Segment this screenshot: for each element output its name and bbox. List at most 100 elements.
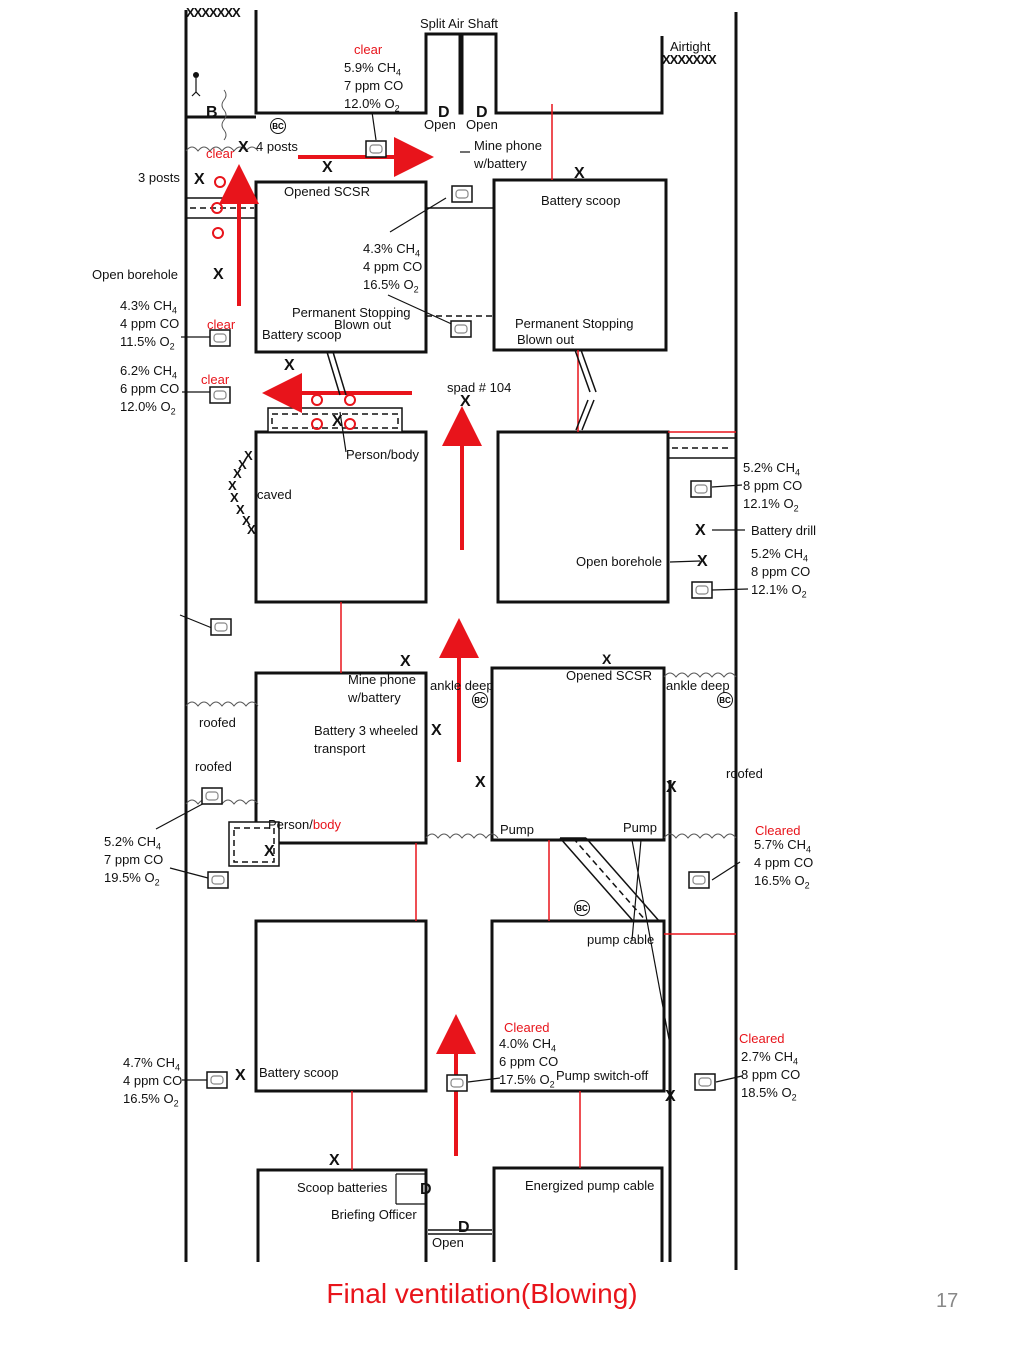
- cleared-label-2: Cleared: [504, 1020, 550, 1035]
- clear-label-1: clear: [354, 42, 383, 57]
- x-mark: X: [665, 1088, 676, 1105]
- reading-6: 5.2% CH4 8 ppm CO 12.1% O2: [751, 546, 811, 600]
- x-mark: X: [666, 779, 677, 796]
- three-posts-label: 3 posts: [138, 170, 180, 185]
- top-portal: [186, 10, 664, 119]
- caved-x: X: [238, 457, 247, 472]
- roofed-label-3: roofed: [726, 766, 763, 781]
- door-d-4: D: [458, 1219, 470, 1236]
- reading-8: 5.7% CH4 4 ppm CO 16.5% O2: [754, 837, 814, 891]
- permanent-stopping-label-2: Permanent Stopping: [515, 316, 634, 331]
- open-label-2: Open: [466, 117, 498, 132]
- bc-icon: BC: [574, 900, 590, 916]
- battery-scoop-label-1: Battery scoop: [541, 193, 621, 208]
- x-mark: X: [322, 159, 333, 176]
- leader-lines: [155, 78, 749, 1205]
- reading-7: 5.2% CH4 7 ppm CO 19.5% O2: [104, 834, 164, 888]
- reading-9: 4.0% CH4 6 ppm CO 17.5% O2: [499, 1036, 559, 1090]
- reading-5: 5.2% CH4 8 ppm CO 12.1% O2: [743, 460, 803, 514]
- x-mark: X: [264, 843, 275, 860]
- reading-11: 2.7% CH4 8 ppm CO 18.5% O2: [741, 1049, 801, 1103]
- spad-label: spad # 104: [447, 380, 512, 395]
- caved-x: X: [233, 466, 242, 481]
- pump-label-1: Pump: [500, 822, 534, 837]
- split-air-shaft-label: Split Air Shaft: [420, 16, 499, 31]
- bc-icon: BC: [270, 118, 286, 134]
- open-label-1: Open: [424, 117, 456, 132]
- bc-icon: BC: [717, 692, 733, 708]
- personnel-icon: [193, 72, 199, 78]
- airtight-label: Airtight: [670, 39, 711, 54]
- pillar-blocks: [254, 178, 670, 1093]
- x-mark: X: [574, 165, 585, 182]
- x-mark: X: [602, 651, 612, 667]
- x-mark: X: [238, 139, 249, 156]
- ankle-deep-label-2: ankle deep: [666, 678, 730, 693]
- clear-label-3: clear: [207, 317, 236, 332]
- caved-label: caved: [257, 487, 292, 502]
- posts: [211, 176, 356, 430]
- battery-scoop-label-3: Battery scoop: [259, 1065, 339, 1080]
- briefing-officer-label: Briefing Officer: [331, 1207, 417, 1222]
- reading-3: 4.3% CH4 4 ppm CO 11.5% O2: [120, 298, 180, 352]
- pump-label-2: Pump: [623, 820, 657, 835]
- x-mark: X: [332, 413, 343, 430]
- overcasts: [326, 349, 597, 431]
- caved-x: X: [230, 490, 239, 505]
- reading-1: 5.9% CH4 7 ppm CO 12.0% O2: [344, 60, 404, 114]
- letter-b: B: [206, 104, 218, 121]
- airflow-arrows: [219, 137, 482, 1156]
- opened-scsr-label-1: Opened SCSR: [284, 184, 370, 199]
- caved-x: X: [247, 522, 256, 537]
- energized-pump-cable-label: Energized pump cable: [525, 1178, 655, 1193]
- x-mark: X: [235, 1067, 246, 1084]
- person-body-label-1: Person/body: [346, 447, 419, 462]
- caved-x: X: [244, 448, 253, 463]
- bottom-portal: [256, 1166, 664, 1262]
- pump-switch-off-label: Pump switch-off: [556, 1068, 649, 1083]
- battery-3-wheeled-label: Battery 3 wheeled: [314, 723, 419, 738]
- battery-drill-label: Battery drill: [751, 523, 817, 538]
- clear-label-4: clear: [201, 372, 230, 387]
- person-body-label-2: Person/body: [268, 817, 342, 832]
- blown-out-label-1: Blown out: [334, 317, 392, 332]
- x-mark: X: [329, 1152, 340, 1169]
- cleared-label-3: Cleared: [739, 1031, 785, 1046]
- x-mark: X: [213, 266, 224, 283]
- door-d-1: D: [438, 104, 450, 121]
- x-mark: X: [475, 774, 486, 791]
- roofed-label-1: roofed: [199, 715, 236, 730]
- seal-marks-airtight: XXXXXXX: [662, 52, 717, 67]
- scoop-batteries-label: Scoop batteries: [297, 1180, 388, 1195]
- caved-x: X: [242, 513, 251, 528]
- caved-x: X: [236, 502, 245, 517]
- x-mark: X: [194, 171, 205, 188]
- x-mark: X: [695, 522, 706, 539]
- mine-phone-label-2: Mine phone: [348, 672, 416, 687]
- door-d-2: D: [476, 104, 488, 121]
- mine-phone-label-1: Mine phone: [474, 138, 542, 153]
- x-mark: X: [431, 722, 442, 739]
- slide-title: Final ventilation(Blowing): [326, 1278, 638, 1309]
- caved-x: X: [228, 478, 237, 493]
- bc-icon: BC: [472, 692, 488, 708]
- opened-scsr-label-2: Opened SCSR: [566, 668, 652, 683]
- open-borehole-label-2: Open borehole: [576, 554, 663, 569]
- reading-10: 4.7% CH4 4 ppm CO 16.5% O2: [123, 1055, 183, 1109]
- x-mark: X: [460, 393, 471, 410]
- ankle-deep-label-1: ankle deep: [430, 678, 494, 693]
- blown-out-label-2: Blown out: [517, 332, 575, 347]
- reading-2: 4.3% CH4 4 ppm CO 16.5% O2: [363, 241, 423, 295]
- four-posts-label: 4 posts: [256, 139, 298, 154]
- x-mark: X: [697, 553, 708, 570]
- pump-cable-label: pump cable: [587, 932, 655, 947]
- x-mark: X: [284, 357, 295, 374]
- x-mark: X: [400, 653, 411, 670]
- battery-scoop-label-2: Battery scoop: [262, 327, 342, 342]
- water-lines: [185, 89, 737, 839]
- open-label-3: Open: [432, 1235, 464, 1250]
- page-number: 17: [936, 1290, 959, 1312]
- permanent-stopping-label-1: Permanent Stopping: [292, 305, 411, 320]
- red-lines: [340, 104, 736, 1170]
